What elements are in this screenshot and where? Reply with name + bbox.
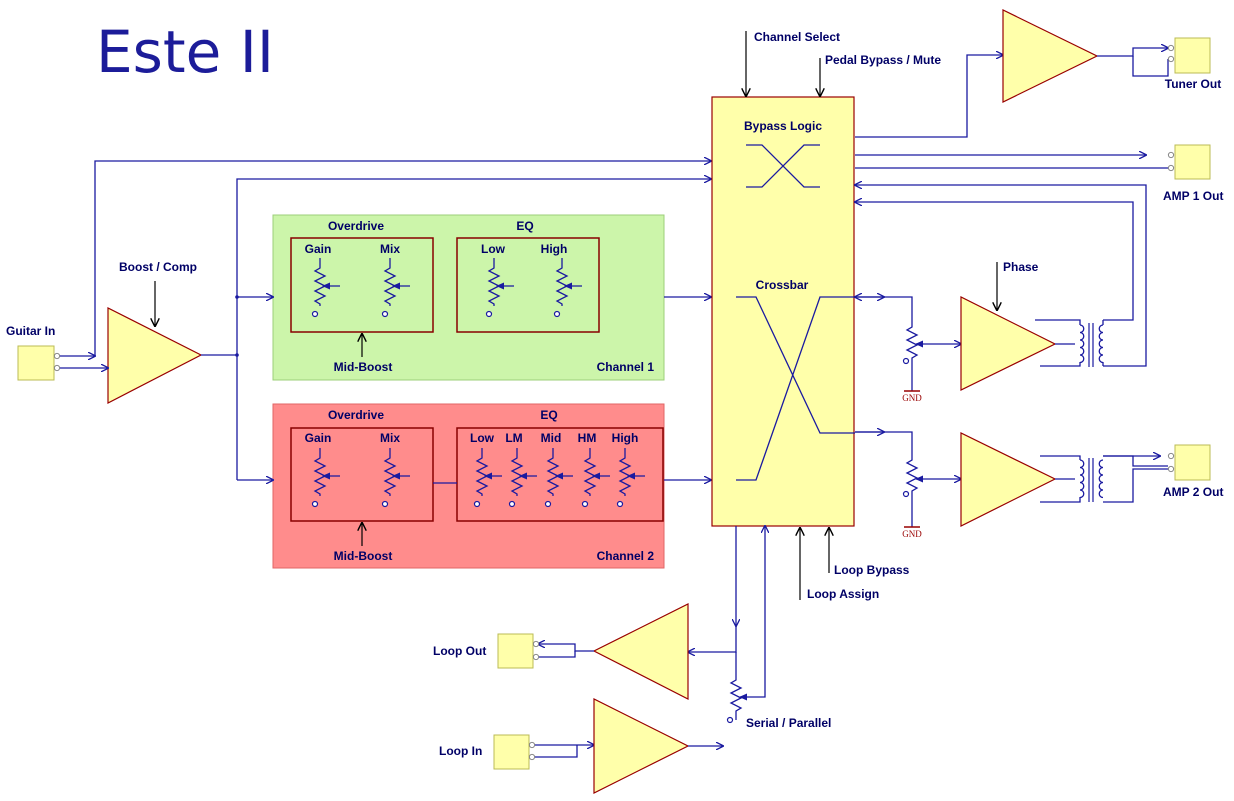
diagram-title: Este II	[96, 18, 274, 86]
channel2-label: Channel 2	[597, 549, 655, 563]
transformer1-primary-icon	[1079, 324, 1085, 364]
tuner-out-label: Tuner Out	[1165, 77, 1221, 91]
transformer2-primary-icon	[1079, 459, 1085, 499]
channel2-eq-box	[456, 427, 664, 522]
channel-select-label: Channel Select	[754, 30, 840, 44]
serial-parallel-label: Serial / Parallel	[746, 716, 831, 730]
crossbar-symbol	[736, 296, 855, 481]
loop-out-jack	[497, 633, 534, 669]
channel1-panel	[272, 214, 665, 381]
bypass-logic-label: Bypass Logic	[744, 119, 822, 133]
loop-in-label: Loop In	[439, 744, 482, 758]
loop-assign-label: Loop Assign	[807, 587, 879, 601]
ch2-eq-mid-label: Mid	[541, 431, 562, 445]
amp1-driver	[960, 296, 1057, 391]
ch2-eq-high-label: High	[612, 431, 639, 445]
ch1-mix-label: Mix	[380, 242, 400, 256]
bypass-logic-symbol	[746, 144, 820, 188]
loop-send-amp	[592, 603, 689, 700]
guitar-in-label: Guitar In	[6, 324, 55, 338]
switch-block	[711, 96, 855, 527]
serial-parallel-pot-icon	[729, 652, 743, 720]
gnd-label-1: GND	[902, 393, 922, 403]
ch2-eq-low-label: Low	[470, 431, 495, 445]
phase-pot-icon	[905, 310, 919, 391]
phase-label: Phase	[1003, 260, 1039, 274]
ch2-eq-hm-label: HM	[578, 431, 597, 445]
ch2-mid-boost-label: Mid-Boost	[334, 549, 393, 563]
channel1-eq-box	[456, 237, 600, 333]
pedal-bypass-label: Pedal Bypass / Mute	[825, 53, 941, 67]
ch2-overdrive-label: Overdrive	[328, 408, 384, 422]
amp2-driver	[960, 432, 1057, 527]
ch1-overdrive-label: Overdrive	[328, 219, 384, 233]
ch1-mid-boost-label: Mid-Boost	[334, 360, 393, 374]
ch1-gain-label: Gain	[305, 242, 332, 256]
channel2-panel	[272, 403, 665, 569]
boost-comp-amp	[107, 307, 203, 404]
channel1-overdrive-box	[290, 237, 434, 333]
loop-bypass-label: Loop Bypass	[834, 563, 910, 577]
ch2-gain-label: Gain	[305, 431, 332, 445]
amp1-out-label: AMP 1 Out	[1163, 189, 1223, 203]
loop-in-jack	[493, 734, 530, 770]
ch2-eq-label: EQ	[540, 408, 557, 422]
amp1-out-jack	[1174, 144, 1211, 180]
ch2-mix-label: Mix	[380, 431, 400, 445]
channel2-overdrive-box	[290, 427, 434, 522]
guitar-in-jack	[17, 345, 55, 381]
boost-comp-label: Boost / Comp	[119, 260, 197, 274]
amp2-level-pot-icon	[855, 431, 919, 527]
gnd-label-2: GND	[902, 529, 922, 539]
ch2-eq-lm-label: LM	[505, 431, 522, 445]
amp2-out-jack	[1174, 444, 1211, 481]
loop-return-amp	[593, 698, 690, 794]
crossbar-label: Crossbar	[756, 278, 809, 292]
ch1-eq-label: EQ	[516, 219, 533, 233]
ch1-eq-low-label: Low	[481, 242, 506, 256]
amp2-out-label: AMP 2 Out	[1163, 485, 1223, 499]
tuner-out-jack	[1174, 37, 1211, 74]
tuner-buffer-amp	[1002, 9, 1099, 103]
channel1-label: Channel 1	[597, 360, 655, 374]
loop-out-label: Loop Out	[433, 644, 486, 658]
ch1-eq-high-label: High	[541, 242, 568, 256]
